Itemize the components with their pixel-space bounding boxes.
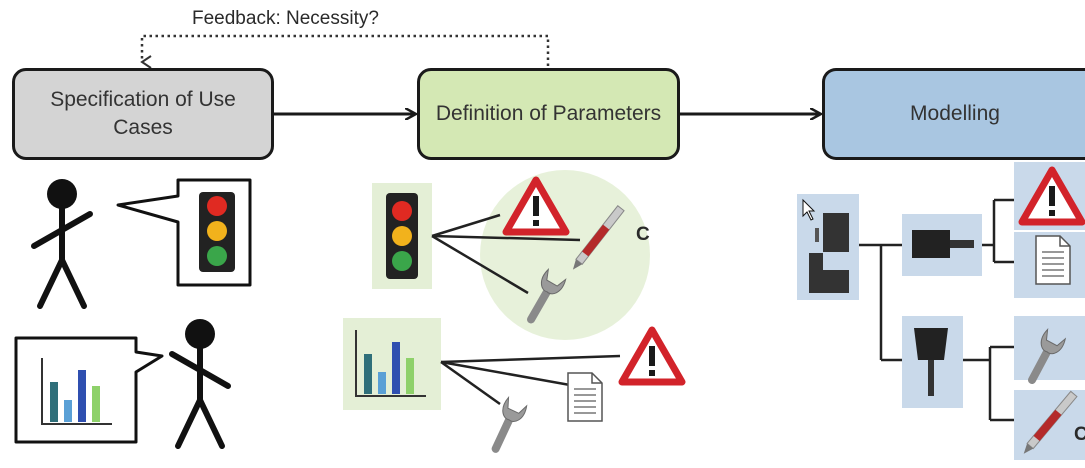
- chart-icon-bar: [92, 386, 100, 422]
- motor-icon: [912, 230, 974, 258]
- chart-icon-bar: [378, 372, 386, 394]
- tl-yellow: [207, 221, 227, 241]
- c-letter-middle: C: [636, 224, 650, 245]
- step-specification-of-use-cases: Specification of Use Cases: [12, 68, 274, 160]
- speech-bubble-bar-chart: [14, 336, 164, 444]
- tl-green: [207, 246, 227, 266]
- branch-lines-lower: [440, 354, 621, 406]
- chart-icon-bar: [392, 342, 400, 394]
- c-letter-right: C: [1074, 424, 1085, 445]
- step-modelling: Modelling: [822, 68, 1085, 160]
- document-icon-lower: [567, 372, 603, 422]
- tl2-red: [392, 201, 412, 221]
- stick-figure-bottom-icon: [172, 319, 228, 446]
- speech-bubble-traffic-light: [116, 178, 252, 287]
- tl2-green: [392, 251, 412, 271]
- step-label-def: Definition of Parameters: [435, 101, 662, 125]
- bar-chart-icon-mid: [355, 330, 426, 397]
- spindle-icon: [914, 328, 948, 396]
- step-definition-of-parameters: Definition of Parameters: [417, 68, 680, 160]
- focus-highlight-circle: [480, 170, 650, 340]
- document-icon-right: [1035, 235, 1071, 285]
- branch-lines-upper: [431, 213, 581, 295]
- bar-chart-icon: [41, 358, 112, 425]
- step-label-mod: Modelling: [910, 101, 1000, 125]
- feedback-label: Feedback: Necessity?: [192, 8, 379, 29]
- chart-icon-bar: [64, 400, 72, 422]
- chart-icon-bar: [406, 358, 414, 394]
- machine-tool-icon: [809, 213, 849, 293]
- wrench-icon-lower: [486, 397, 528, 453]
- chart-icon-bar: [50, 382, 58, 422]
- chart-icon-bar: [364, 354, 372, 394]
- tl2-yellow: [392, 226, 412, 246]
- feedback-connector: [140, 34, 550, 69]
- step-label-spec: Specification of Use Cases: [50, 87, 236, 139]
- chart-icon-bar: [78, 370, 86, 422]
- tl-red: [207, 196, 227, 216]
- cursor-icon: [802, 198, 816, 221]
- warning-icon-lower: [622, 330, 682, 382]
- stick-figure-top-icon: [34, 179, 90, 306]
- tree-lines: [859, 198, 1014, 422]
